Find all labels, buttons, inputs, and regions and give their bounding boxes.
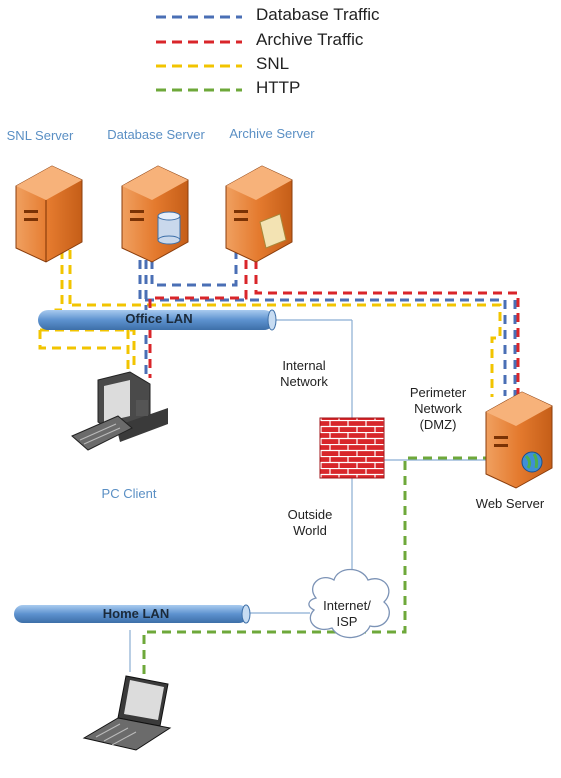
globe-icon: [521, 451, 543, 473]
internet-cloud-icon: [308, 568, 390, 639]
database-cylinder-icon: [157, 211, 181, 245]
office-lan-label: Office LAN: [125, 311, 193, 326]
archive-server-icon: [225, 165, 293, 263]
database-server-label: Database Server: [107, 127, 205, 142]
office-lan-bus: [38, 309, 277, 331]
legend-label-archive: Archive Traffic: [256, 30, 364, 49]
laptop-icon: [82, 675, 172, 751]
firewall-icon: [319, 417, 385, 479]
pc-client-label: PC Client: [101, 486, 157, 501]
pc-client-icon: [71, 371, 168, 451]
legend-label-snl: SNL: [256, 54, 290, 73]
internet-isp-label: Internet/ ISP: [323, 598, 371, 629]
internal-network-label: Internal Network: [280, 358, 328, 389]
home-lan-bus: [14, 604, 251, 624]
web-server-label: Web Server: [475, 496, 545, 511]
archive-server-label: Archive Server: [229, 126, 315, 141]
legend: [156, 15, 242, 92]
legend-label-http: HTTP: [256, 78, 301, 97]
perimeter-network-label: Perimeter Network (DMZ): [409, 385, 467, 432]
database-server-icon: [121, 165, 189, 263]
outside-world-label: Outside World: [287, 507, 333, 538]
home-lan-label: Home LAN: [102, 606, 170, 621]
snl-server-icon: [15, 165, 83, 263]
archive-folder-icon: [259, 213, 287, 249]
snl-server-label: SNL Server: [6, 128, 74, 143]
legend-label-database: Database Traffic: [256, 5, 380, 24]
web-server-icon: [485, 391, 553, 489]
